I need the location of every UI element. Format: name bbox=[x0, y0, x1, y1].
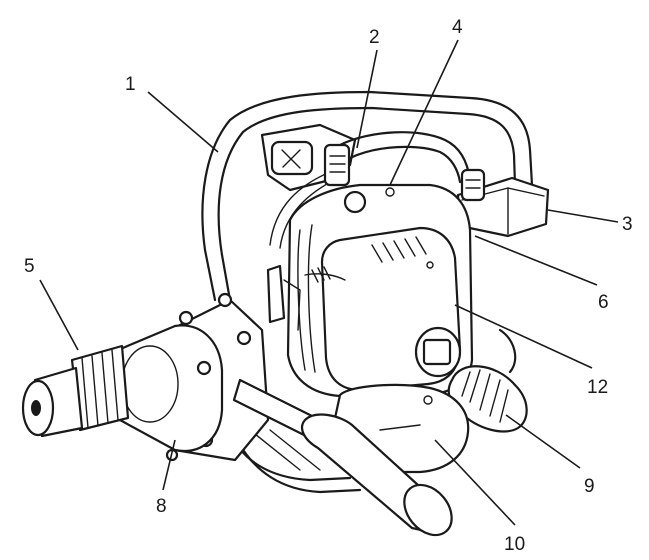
throttle-lever bbox=[266, 264, 346, 331]
air-filter-housing bbox=[456, 168, 550, 238]
callout-12: 12 bbox=[587, 377, 608, 398]
leader-lines bbox=[39, 39, 619, 526]
gearbox bbox=[116, 292, 270, 462]
side-handle bbox=[232, 378, 453, 537]
callout-labels: 1 2 3 4 5 6 12 8 9 10 bbox=[24, 17, 633, 555]
callout-1: 1 bbox=[125, 74, 136, 95]
handle-frame bbox=[201, 90, 534, 374]
callout-3: 3 bbox=[622, 214, 633, 235]
drill-chuck bbox=[21, 344, 130, 438]
callout-5: 5 bbox=[24, 256, 35, 277]
callout-4: 4 bbox=[452, 17, 463, 38]
callout-10: 10 bbox=[504, 534, 525, 555]
callout-2: 2 bbox=[369, 27, 380, 48]
callout-9: 9 bbox=[584, 476, 595, 497]
starter-knob bbox=[414, 326, 462, 378]
callout-8: 8 bbox=[156, 496, 167, 517]
hoses bbox=[269, 131, 472, 249]
callout-6: 6 bbox=[598, 292, 609, 313]
